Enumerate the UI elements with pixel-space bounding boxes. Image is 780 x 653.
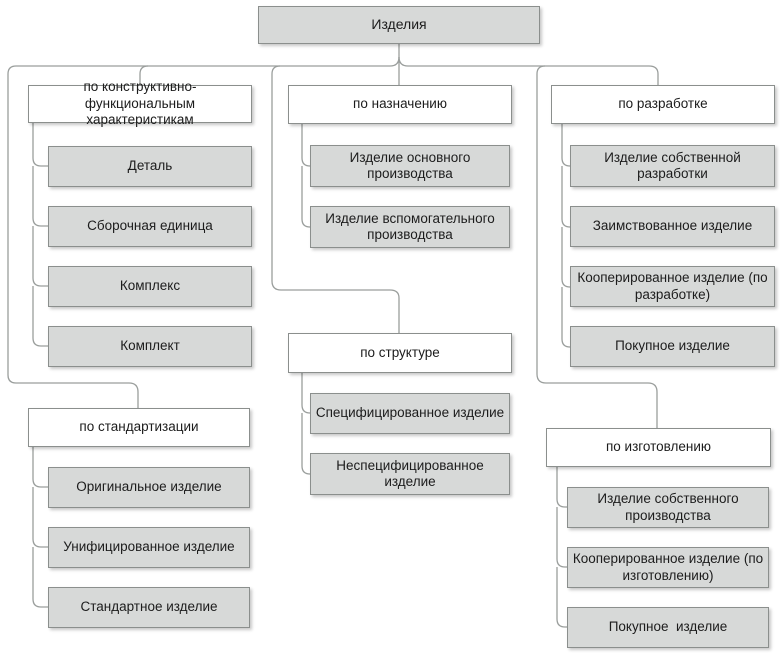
node-structure-item-1: Специфицированное изделие xyxy=(310,393,510,434)
spine-standardization xyxy=(32,447,48,608)
connector-root-to-standardization xyxy=(7,56,400,408)
node-functional-item-4: Комплект xyxy=(48,326,252,367)
connector-root-to-manufacturing xyxy=(536,65,658,428)
connector-root-to-functional xyxy=(139,65,149,85)
node-manufacturing-item-3: Покупное изделие xyxy=(567,607,769,648)
node-development-item-2: Заимствованное изделие xyxy=(570,206,775,247)
group-header-standardization: по стандартизации xyxy=(28,408,250,447)
group-header-development: по разработке xyxy=(551,85,775,124)
group-header-purpose: по назначению xyxy=(288,85,512,124)
spine-purpose xyxy=(301,124,311,228)
node-manufacturing-item-2: Кооперированное изделие (по изготовлению… xyxy=(567,547,769,588)
group-header-manufacturing: по изготовлению xyxy=(546,428,771,467)
node-functional-item-1: Деталь xyxy=(48,146,252,187)
spine-structure xyxy=(301,373,311,475)
spine-functional xyxy=(32,123,48,347)
node-development-item-1: Изделие собственной разработки xyxy=(570,145,775,187)
node-functional-item-2: Сборочная единица xyxy=(48,206,252,247)
node-purpose-item-1: Изделие основного производства xyxy=(310,145,510,187)
node-purpose-item-2: Изделие вспомогательного производства xyxy=(310,206,510,248)
node-development-item-3: Кооперированное изделие (по разработке) xyxy=(570,266,775,307)
group-header-functional: по конструктивно- функциональным характе… xyxy=(28,79,252,127)
spine-development xyxy=(561,124,571,348)
node-structure-item-2: Неспецифицированное изделие xyxy=(310,453,510,495)
node-root: Изделия xyxy=(258,6,540,44)
node-manufacturing-item-1: Изделие собственного производства xyxy=(567,487,769,528)
node-standardization-item-3: Стандартное изделие xyxy=(48,587,250,628)
group-header-structure: по структуре xyxy=(288,333,512,373)
node-standardization-item-2: Унифицированное изделие xyxy=(48,527,250,568)
connector-root-to-structure xyxy=(271,65,400,333)
node-development-item-4: Покупное изделие xyxy=(570,326,775,367)
node-functional-item-3: Комплекс xyxy=(48,266,252,307)
spine-manufacturing xyxy=(556,467,567,628)
node-standardization-item-1: Оригинальное изделие xyxy=(48,467,250,508)
connector-root-to-development xyxy=(398,56,659,85)
